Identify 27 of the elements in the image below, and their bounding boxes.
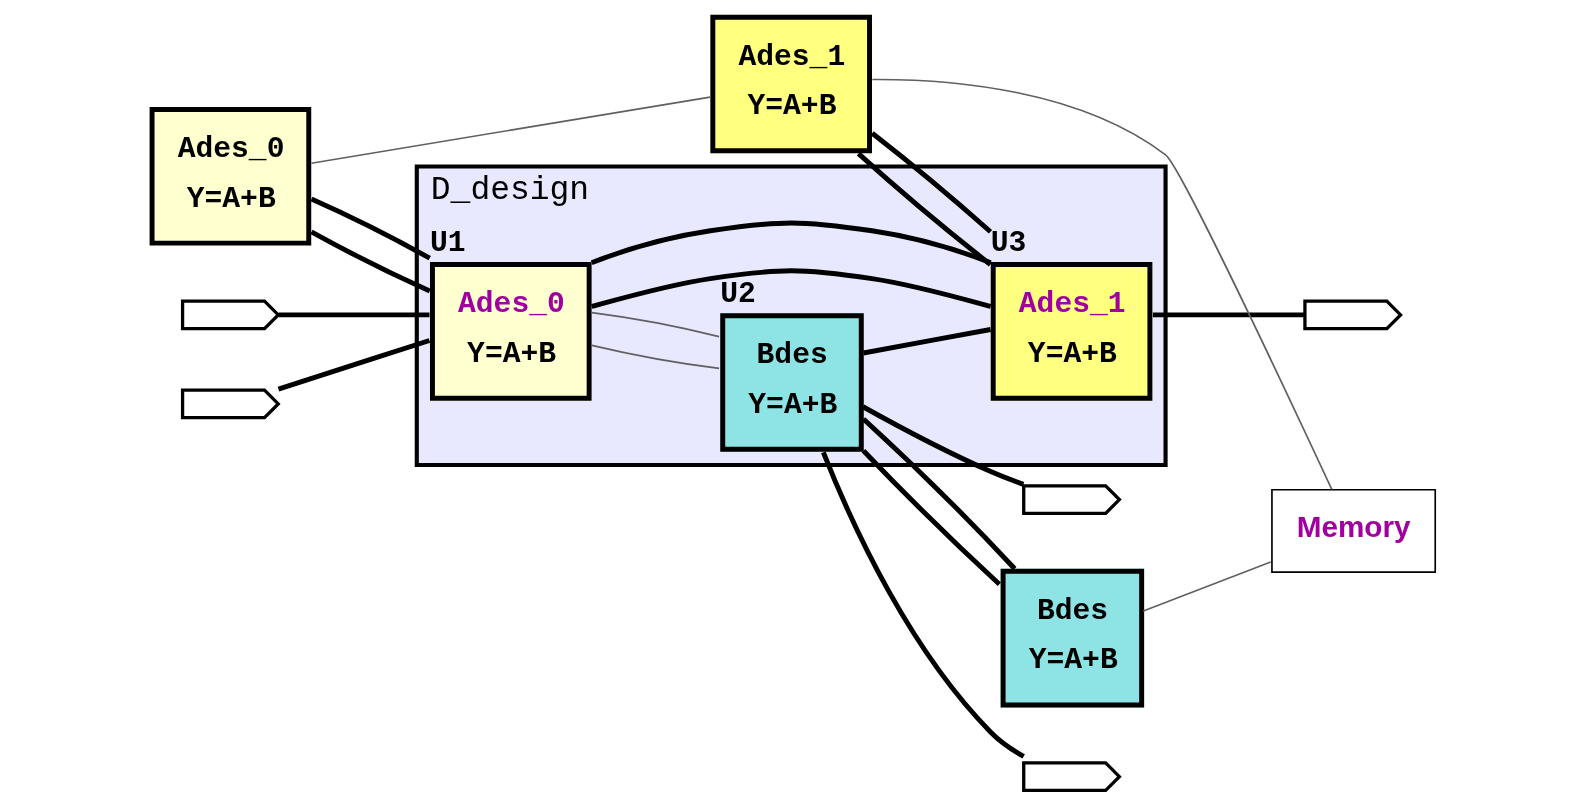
connector (590, 344, 720, 370)
connector (862, 327, 991, 356)
connector (861, 417, 1016, 571)
node-label: U3 (990, 226, 1026, 261)
connector (871, 78, 1333, 491)
node-pentagon (1021, 484, 1122, 515)
node-pentagon (1302, 299, 1403, 331)
node-pentagon (1021, 761, 1122, 793)
connector (590, 268, 991, 309)
connector (861, 448, 1001, 587)
connector (277, 338, 430, 392)
node-pentagon (180, 299, 281, 331)
connector (820, 451, 1025, 759)
connector (1142, 561, 1271, 612)
connector (861, 404, 1024, 487)
node-label: U1 (429, 226, 466, 261)
connector (310, 96, 711, 165)
connector (309, 196, 431, 261)
connector (590, 311, 720, 338)
node-label: U2 (719, 277, 756, 312)
connector (277, 312, 429, 318)
connector (590, 220, 992, 266)
connector (1152, 312, 1304, 318)
connector (870, 131, 992, 234)
connector (309, 229, 431, 294)
node-pentagon (180, 388, 281, 420)
connector (856, 151, 992, 267)
